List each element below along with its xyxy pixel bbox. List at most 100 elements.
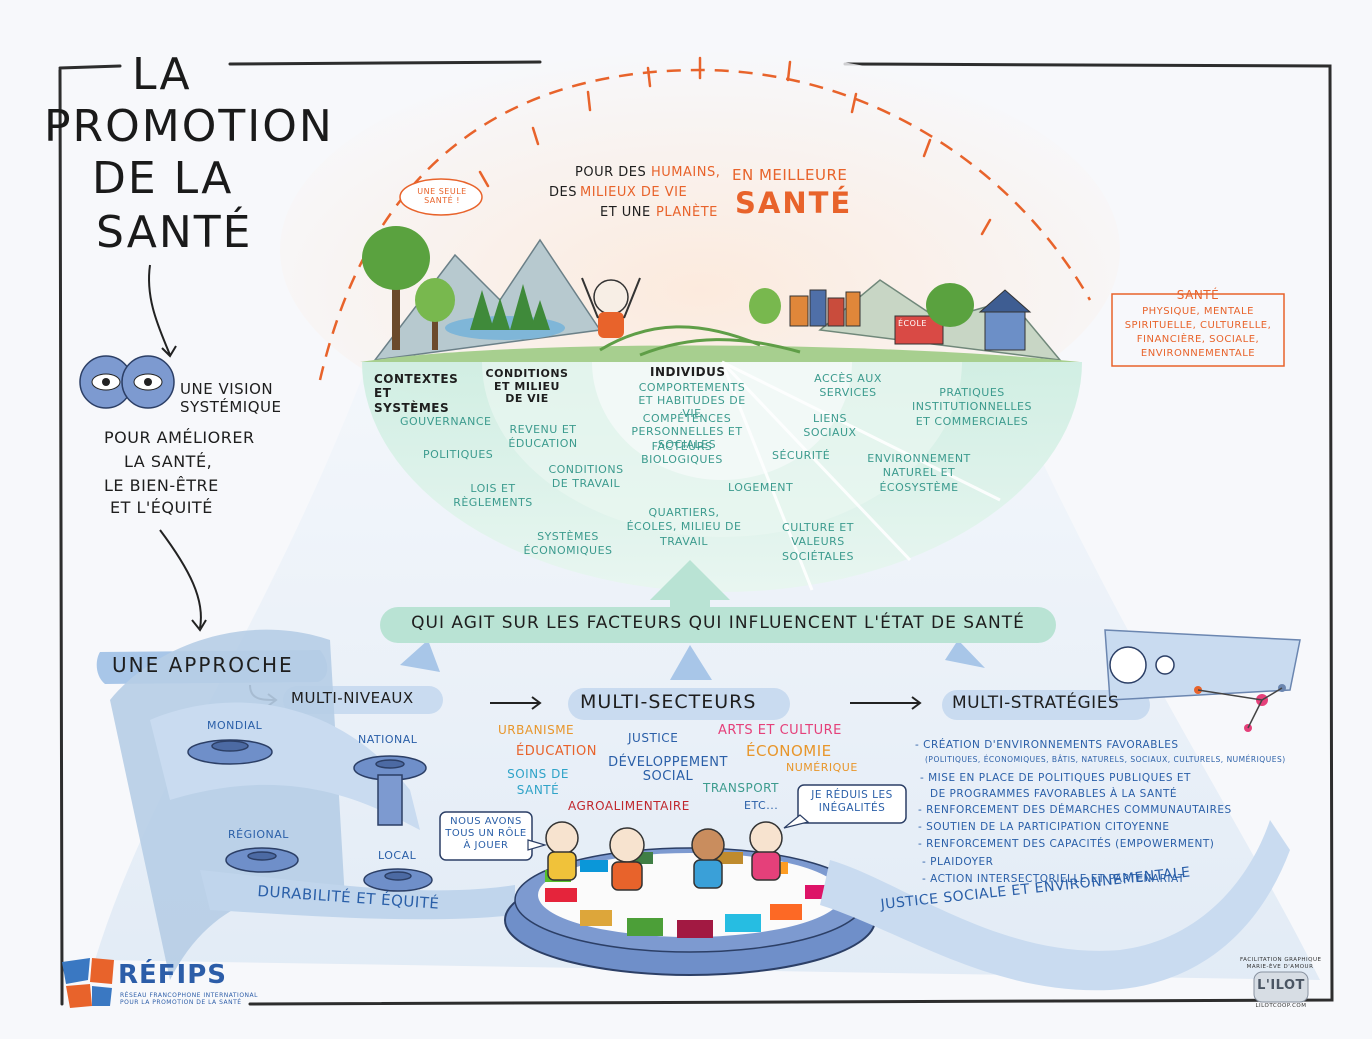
strategy-2: - MISE EN PLACE DE POLITIQUES PUBLIQUES … <box>920 772 1191 784</box>
slogan-planete: PLANÈTE <box>656 205 718 220</box>
slogan-et-une: ET UNE <box>600 205 651 220</box>
layer-contextes: CONTEXTES ET SYSTÈMES <box>374 372 459 415</box>
strategy-clipboard <box>1104 629 1301 732</box>
right-ribbon <box>820 820 1290 991</box>
sector-education: ÉDUCATION <box>516 744 597 759</box>
layer-individus: INDIVIDUS <box>650 365 726 379</box>
approach-multi-niveaux: MULTI-NIVEAUX <box>291 689 414 707</box>
refips-sub-2: POUR LA PROMOTION DE LA SANTÉ <box>120 999 242 1006</box>
factor-lois: LOIS ET RÈGLEMENTS <box>453 482 533 510</box>
factor-comportements: COMPORTEMENTS ET HABITUDES DE VIE <box>638 381 746 421</box>
sector-developpement: DÉVELOPPEMENT SOCIAL <box>608 755 728 785</box>
lilot-badge <box>1253 971 1309 1003</box>
sector-numerique: NUMÉRIQUE <box>786 761 858 774</box>
factor-systemes-economiques: SYSTÈMES ÉCONOMIQUES <box>523 530 613 558</box>
title-line-3: DE LA <box>92 153 234 204</box>
strategy-4: - SOUTIEN DE LA PARTICIPATION CITOYENNE <box>918 821 1170 833</box>
factor-pratiques: PRATIQUES INSTITUTIONNELLES ET COMMERCIA… <box>912 386 1032 428</box>
slogan-humains: HUMAINS, <box>651 165 721 180</box>
factor-gouvernance: GOUVERNANCE <box>400 415 492 428</box>
speech-bubble-role <box>439 811 548 861</box>
refips-sub-1: RÉSEAU FRANCOPHONE INTERNATIONAL <box>120 992 258 999</box>
level-national: NATIONAL <box>358 733 418 746</box>
strategy-2-detail: DE PROGRAMMES FAVORABLES À LA SANTÉ <box>930 788 1178 800</box>
gear-local <box>363 868 433 892</box>
factor-revenu: REVENU ET ÉDUCATION <box>508 423 578 451</box>
sector-agroalimentaire: AGROALIMENTAIRE <box>568 799 690 813</box>
sante-box-line-1: PHYSIQUE, MENTALE <box>1142 306 1254 317</box>
left-ribbon <box>110 629 515 980</box>
action-banner: QUI AGIT SUR LES FACTEURS QUI INFLUENCEN… <box>411 613 1025 633</box>
ecole-sign: ÉCOLE <box>898 319 927 328</box>
title-line-2: PROMOTION <box>44 101 334 152</box>
sante-box-line-2: SPIRITUELLE, CULTURELLE, <box>1124 320 1272 331</box>
approach-multi-strategies: MULTI-STRATÉGIES <box>952 693 1120 713</box>
strategy-6: - PLAIDOYER <box>922 856 994 868</box>
sector-justice: JUSTICE <box>628 731 679 745</box>
bubble-role-text: NOUS AVONS TOUS UN RÔLE À JOUER <box>445 816 527 851</box>
une-seule-sante-bubble <box>399 178 483 216</box>
sector-transport: TRANSPORT <box>703 781 779 795</box>
title-down-arrow <box>148 264 177 358</box>
level-local: LOCAL <box>378 849 417 862</box>
multi-strategies-pill-bg <box>942 690 1150 720</box>
refips-logo-icon <box>62 958 114 1008</box>
slogan-sante: SANTÉ <box>735 186 853 220</box>
approach-multi-secteurs: MULTI-SECTEURS <box>580 691 757 713</box>
gear-mondial <box>187 739 273 765</box>
sun-rays <box>478 56 992 236</box>
strategy-1-detail: (POLITIQUES, ÉCONOMIQUES, BÂTIS, NATUREL… <box>925 755 1286 764</box>
credit-line-2: MARIE-ÈVE D'AMOUR <box>1246 964 1314 970</box>
multi-secteurs-pill-bg <box>568 688 790 720</box>
title-line-1: LA <box>132 49 192 100</box>
up-arrow-left <box>400 640 440 672</box>
approach-label: UNE APPROCHE <box>112 653 294 677</box>
action-banner-bg <box>380 607 1056 643</box>
factor-culture: CULTURE ET VALEURS SOCIÉTALES <box>782 521 854 563</box>
slogan-meilleure: EN MEILLEURE <box>732 166 848 184</box>
factor-politiques: POLITIQUES <box>423 448 494 461</box>
une-seule-sante: UNE SEULE SANTÉ ! <box>417 187 467 206</box>
sante-box-title: SANTÉ <box>1176 288 1220 302</box>
refips-name: RÉFIPS <box>118 960 227 990</box>
sector-soins: SOINS DE SANTÉ <box>507 767 569 797</box>
vision-label: UNE VISION SYSTÉMIQUE <box>180 380 282 416</box>
landscape <box>360 226 1080 362</box>
vision-purpose-2: LA SANTÉ, <box>124 452 213 471</box>
dome-dividers <box>720 360 1001 591</box>
gear-regional <box>225 847 299 873</box>
sante-box-frame <box>1111 293 1285 367</box>
slogan-pour-des: POUR DES <box>575 165 647 180</box>
up-arrow-right <box>945 640 985 668</box>
factor-competences: COMPÉTENCES PERSONNELLES ET SOCIALES <box>631 412 743 452</box>
vision-purpose-4: ET L'ÉQUITÉ <box>110 498 213 517</box>
sante-box-line-3: FINANCIÈRE, SOCIALE, <box>1136 334 1260 345</box>
level-mondial: MONDIAL <box>207 719 263 732</box>
lilot-url: LILOTCOOP.COM <box>1255 1003 1307 1009</box>
factor-environnement: ENVIRONNEMENT NATUREL ET ÉCOSYSTÈME <box>867 452 971 494</box>
strategy-5: - RENFORCEMENT DES CAPACITÉS (EMPOWERMEN… <box>918 838 1215 850</box>
page-frame <box>58 60 1334 1006</box>
vision-purpose-3: LE BIEN-ÊTRE <box>104 476 219 495</box>
central-up-arrow <box>650 560 730 612</box>
strategy-3: - RENFORCEMENT DES DÉMARCHES COMMUNAUTAI… <box>918 804 1232 816</box>
slogan-des: DES <box>549 185 577 200</box>
sector-etc: ETC... <box>744 799 779 812</box>
vision-gears-icon <box>79 355 175 409</box>
vision-purpose-1: POUR AMÉLIORER <box>104 428 255 447</box>
factor-biologiques: FACTEURS BIOLOGIQUES <box>641 440 723 467</box>
credit-line-1: FACILITATION GRAPHIQUE <box>1240 957 1322 963</box>
title-line-4: SANTÉ <box>96 207 253 258</box>
sun-glow <box>280 50 1120 450</box>
sante-box-line-4: ENVIRONNEMENTALE <box>1140 348 1256 359</box>
bubble-inegalites-text: JE RÉDUIS LES INÉGALITÉS <box>811 789 893 814</box>
sector-economie: ÉCONOMIE <box>746 742 832 760</box>
factor-securite: SÉCURITÉ <box>772 449 831 462</box>
speech-bubble-inegalites <box>783 784 907 829</box>
gear-national <box>353 755 427 826</box>
factor-liens: LIENS SOCIAUX <box>803 412 857 440</box>
factor-acces: ACCÈS AUX SERVICES <box>814 372 882 400</box>
strategy-1: - CRÉATION D'ENVIRONNEMENTS FAVORABLES <box>915 739 1179 751</box>
